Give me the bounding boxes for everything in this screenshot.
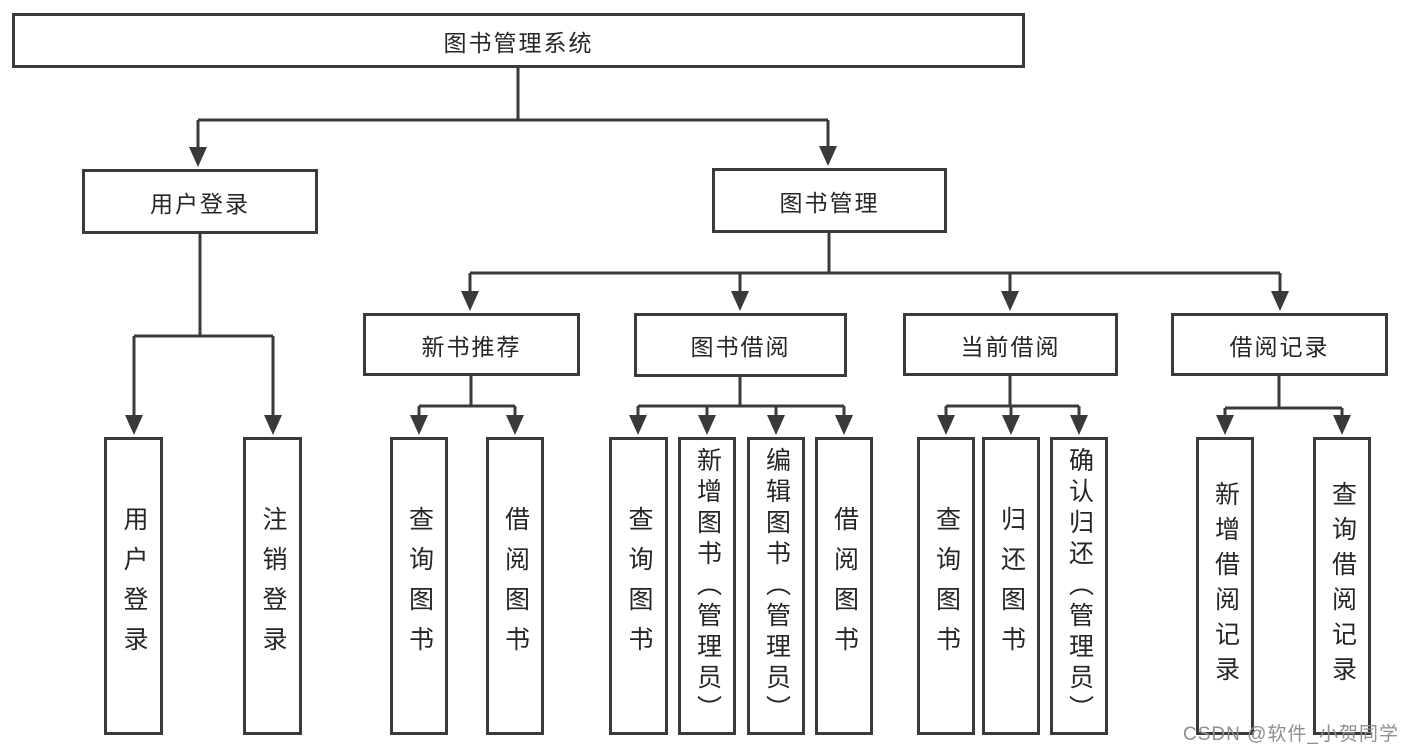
watermark: CSDN @软件_小贺同学 (1183, 724, 1399, 745)
leaf-query-borrow-record: 查询借阅记录 (1313, 437, 1371, 735)
leaf-borrow-query-books: 查询图书 (609, 437, 668, 735)
node-new-book-recommend: 新书推荐 (363, 313, 580, 376)
leaf-recommend-borrow-books: 借阅图书 (486, 437, 544, 735)
node-borrow-records: 借阅记录 (1171, 313, 1388, 376)
node-user-login: 用户登录 (82, 169, 318, 234)
leaf-return-books: 归还图书 (982, 437, 1040, 735)
leaf-logout-login: 注销登录 (243, 437, 302, 735)
leaf-add-borrow-record: 新增借阅记录 (1196, 437, 1254, 735)
leaf-confirm-return-admin: 确认归还（管理员） (1050, 437, 1108, 735)
node-root-system: 图书管理系统 (12, 13, 1025, 68)
leaf-current-query-books: 查询图书 (917, 437, 975, 735)
leaf-user-login: 用户登录 (104, 437, 163, 735)
node-book-management: 图书管理 (712, 168, 947, 233)
node-current-borrow: 当前借阅 (903, 313, 1118, 376)
leaf-edit-books-admin: 编辑图书（管理员） (747, 437, 805, 735)
leaf-add-books-admin: 新增图书（管理员） (678, 437, 736, 735)
node-book-borrow: 图书借阅 (634, 313, 847, 377)
leaf-recommend-query-books: 查询图书 (390, 437, 448, 735)
leaf-borrow-borrow-books: 借阅图书 (815, 437, 873, 735)
